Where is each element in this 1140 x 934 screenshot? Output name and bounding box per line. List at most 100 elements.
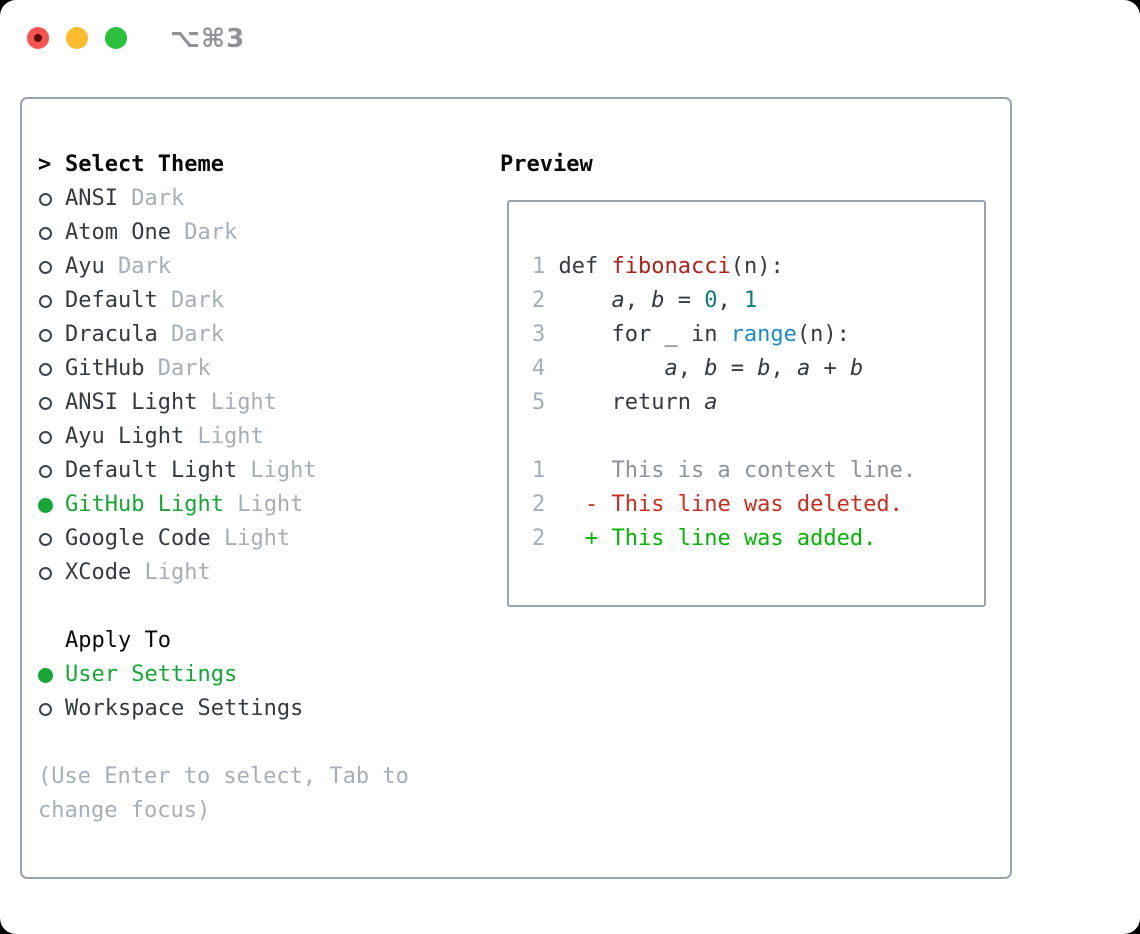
spacer-row bbox=[38, 590, 478, 624]
theme-option-dracula[interactable]: Dracula Dark bbox=[38, 318, 478, 352]
theme-option-github[interactable]: GitHub Dark bbox=[38, 352, 478, 386]
code-token-plain: = bbox=[664, 288, 705, 313]
radio-icon bbox=[39, 192, 52, 206]
code-token-linenum: 2 bbox=[532, 288, 546, 313]
code-token-var: b bbox=[651, 288, 665, 313]
theme-option-ansi-light[interactable]: ANSI Light Light bbox=[38, 386, 478, 420]
option-label: User Settings bbox=[65, 662, 238, 687]
radio-icon bbox=[39, 260, 52, 274]
code-token-plain: (n): bbox=[796, 322, 850, 347]
variant-label: Light bbox=[197, 390, 277, 415]
apply-option-user-settings[interactable]: User Settings bbox=[38, 658, 478, 692]
option-label: GitHub bbox=[65, 356, 145, 381]
radio-icon bbox=[39, 226, 52, 240]
code-token-del: - This line was deleted. bbox=[585, 492, 903, 517]
radio-icon bbox=[39, 294, 52, 308]
variant-label: Light bbox=[210, 526, 291, 551]
variant-label: Light bbox=[237, 458, 317, 483]
code-token-var: a bbox=[796, 356, 811, 381]
preview-code-line: 5 return a bbox=[532, 386, 916, 420]
code-token-var: b bbox=[757, 356, 771, 381]
radio-icon bbox=[39, 702, 52, 716]
radio-selected-icon bbox=[38, 497, 53, 513]
code-token-var: a bbox=[704, 390, 718, 415]
option-label: Atom One bbox=[65, 220, 171, 245]
spacer-row bbox=[38, 726, 478, 760]
minimize-button[interactable] bbox=[66, 27, 88, 49]
code-token-plain: , bbox=[717, 288, 744, 313]
preview-code-line: 4 a, b = b, a + b bbox=[532, 352, 916, 386]
cursor-icon: > bbox=[38, 152, 52, 177]
select-theme-header-row: > Select Theme bbox=[38, 148, 478, 182]
code-token-plain: + bbox=[810, 356, 850, 381]
theme-option-ansi[interactable]: ANSI Dark bbox=[38, 182, 478, 216]
preview-code-line: 2 a, b = 0, 1 bbox=[532, 284, 916, 318]
hint-line: (Use Enter to select, Tab to bbox=[38, 764, 409, 789]
theme-option-ayu-light[interactable]: Ayu Light Light bbox=[38, 420, 478, 454]
radio-icon bbox=[39, 464, 52, 478]
option-label: Google Code bbox=[65, 526, 211, 551]
variant-label: Dark bbox=[170, 220, 238, 245]
option-label: Workspace Settings bbox=[65, 696, 304, 721]
variant-label: Dark bbox=[117, 186, 185, 211]
option-label: Dracula bbox=[65, 322, 158, 347]
maximize-button[interactable] bbox=[105, 27, 127, 49]
apply-option-workspace-settings[interactable]: Workspace Settings bbox=[38, 692, 478, 726]
code-token-linenum: 2 bbox=[532, 526, 546, 551]
theme-option-xcode[interactable]: XCode Light bbox=[38, 556, 478, 590]
radio-selected-icon bbox=[38, 667, 53, 683]
hint-line: change focus) bbox=[38, 798, 211, 823]
theme-option-default-light[interactable]: Default Light Light bbox=[38, 454, 478, 488]
preview-code-line: 3 for _ in range(n): bbox=[532, 318, 916, 352]
preview-code-line: 2 + This line was added. bbox=[532, 522, 916, 556]
variant-label: Light bbox=[184, 424, 264, 449]
variant-label: Dark bbox=[157, 322, 224, 347]
code-token-context: This is a context line. bbox=[545, 458, 917, 483]
code-token-plain: = bbox=[717, 356, 758, 381]
select-theme-header: Select Theme bbox=[65, 152, 224, 177]
close-button-dot bbox=[34, 34, 42, 42]
option-label: Default Light bbox=[65, 458, 238, 483]
code-token-plain bbox=[545, 356, 664, 381]
theme-option-atom-one[interactable]: Atom One Dark bbox=[38, 216, 478, 250]
cursor-marker: > bbox=[38, 148, 65, 182]
code-token-linenum: 5 bbox=[532, 390, 546, 415]
option-label: Ayu Light bbox=[65, 424, 185, 449]
apply-to-header-row: Apply To bbox=[38, 624, 478, 658]
code-token-plain: def bbox=[545, 254, 612, 279]
code-token-plain: for _ in bbox=[545, 322, 731, 347]
code-token-plain: (n): bbox=[730, 254, 784, 279]
option-label: Default bbox=[65, 288, 158, 313]
code-token-var: b bbox=[849, 356, 864, 381]
code-token-linenum: 4 bbox=[532, 356, 546, 381]
code-token-linenum: 1 bbox=[532, 254, 546, 279]
theme-option-ayu[interactable]: Ayu Dark bbox=[38, 250, 478, 284]
preview-code-line bbox=[532, 420, 916, 454]
variant-label: Light bbox=[131, 560, 211, 585]
code-token-plain: , bbox=[624, 288, 652, 313]
option-label: Ayu bbox=[65, 254, 105, 279]
variant-label: Light bbox=[223, 492, 304, 517]
code-token-num: 0 bbox=[704, 288, 718, 313]
code-token-plain bbox=[545, 526, 585, 551]
code-token-add: + This line was added. bbox=[585, 526, 877, 551]
code-token-linenum: 1 bbox=[532, 458, 546, 483]
code-token-plain bbox=[545, 492, 585, 517]
theme-option-github-light[interactable]: GitHub Light Light bbox=[38, 488, 478, 522]
theme-option-google-code[interactable]: Google Code Light bbox=[38, 522, 478, 556]
close-button[interactable] bbox=[27, 27, 49, 49]
option-label: ANSI Light bbox=[65, 390, 198, 415]
code-token-num: 1 bbox=[743, 288, 758, 313]
radio-icon bbox=[39, 430, 52, 444]
preview-code-line: 2 - This line was deleted. bbox=[532, 488, 916, 522]
code-token-var: a bbox=[611, 288, 625, 313]
preview-code-line: 1 def fibonacci(n): bbox=[532, 250, 916, 284]
theme-option-default[interactable]: Default Dark bbox=[38, 284, 478, 318]
radio-icon bbox=[39, 566, 52, 580]
